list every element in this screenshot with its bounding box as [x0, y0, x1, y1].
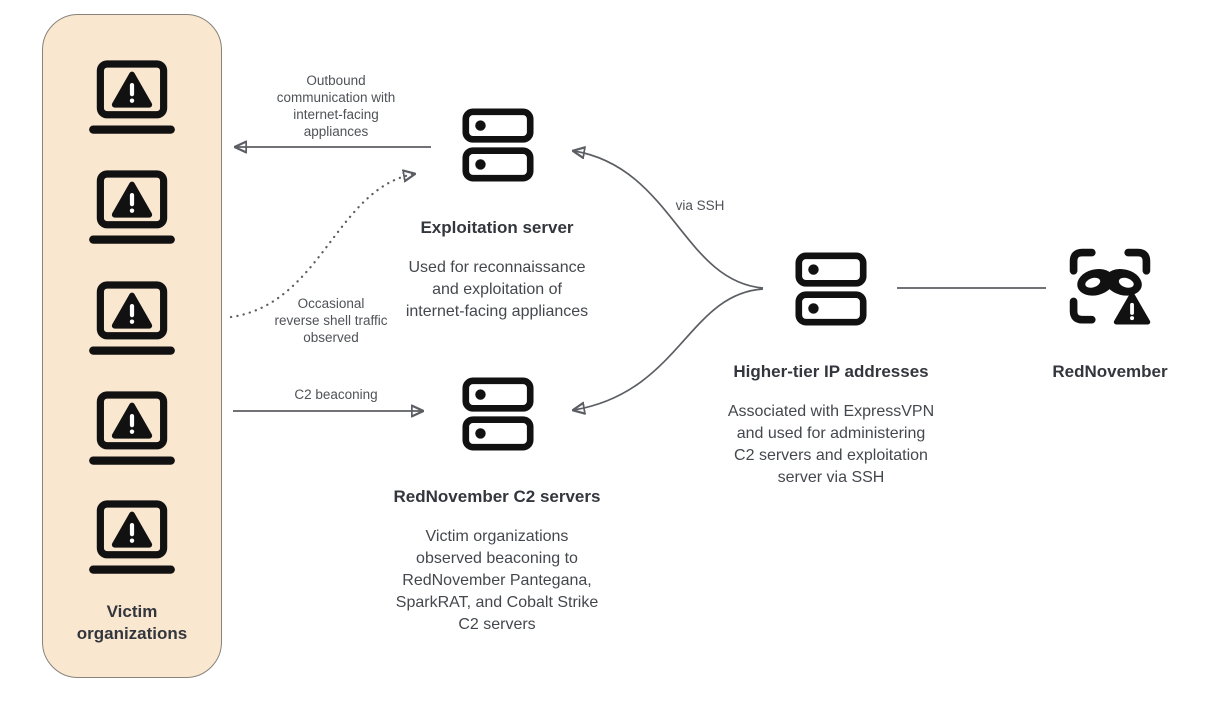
laptop-warning-icon	[89, 391, 175, 465]
warning-triangle	[1113, 292, 1151, 325]
edge-label-c2-beaconing: C2 beaconing	[294, 387, 378, 402]
exploitation-server-text: Exploitation server Used for reconnaissa…	[372, 199, 622, 341]
masked-threat-actor-icon	[1069, 248, 1151, 325]
edge-via-ssh-to-c2-servers	[574, 288, 764, 410]
exploitation-server-description: Used for reconnaissance and exploitation…	[405, 259, 589, 320]
exploitation-server-title: Exploitation server	[420, 218, 574, 237]
mask-shape	[1077, 268, 1142, 296]
higher-tier-ip-description: Associated with ExpressVPN and used for …	[727, 403, 935, 486]
edge-via-ssh-to-exploitation-server	[574, 151, 764, 289]
victim-organizations-group: Victim organizations	[42, 14, 222, 678]
higher-tier-ip-text: Higher-tier IP addresses Associated with…	[706, 343, 956, 507]
c2-servers-description: Victim organizations observed beaconing …	[395, 528, 599, 633]
server-icon	[462, 108, 534, 182]
laptop-warning-icon	[89, 281, 175, 355]
actor-text: RedNovember	[1040, 343, 1180, 401]
laptop-warning-icon	[89, 500, 175, 574]
laptop-warning-icon	[89, 60, 175, 134]
laptop-warning-icon	[89, 170, 175, 244]
actor-label: RedNovember	[1052, 362, 1168, 381]
edge-label-reverse-shell: Occasional reverse shell traffic observe…	[274, 296, 388, 345]
edge-label-via-ssh: via SSH	[675, 198, 725, 213]
c2-servers-text: RedNovember C2 servers Victim organizati…	[368, 468, 626, 654]
server-icon	[462, 377, 534, 451]
victim-organizations-label: Victim organizations	[76, 602, 188, 643]
server-icon	[795, 252, 867, 326]
edge-reverse-shell-dotted	[229, 174, 414, 319]
edge-label-outbound: Outbound communication with internet-fac…	[276, 73, 396, 139]
higher-tier-ip-title: Higher-tier IP addresses	[733, 362, 929, 381]
c2-servers-title: RedNovember C2 servers	[393, 487, 601, 506]
